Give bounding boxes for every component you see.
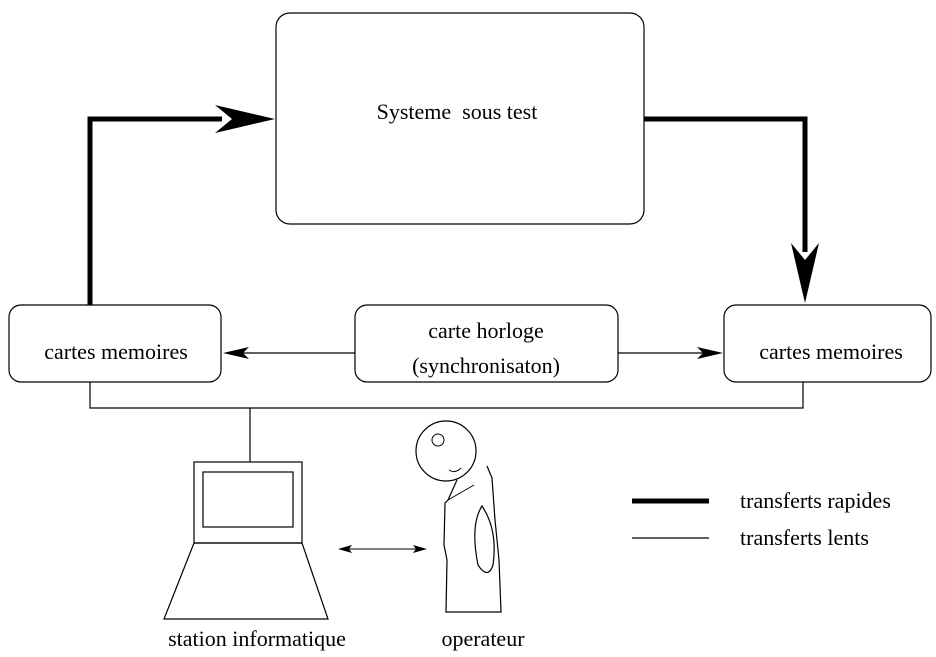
clock-card-label-line1: carte horloge <box>428 318 543 343</box>
legend-slow-label: transferts lents <box>740 525 869 550</box>
clock-to-right-arrow <box>618 347 723 359</box>
workstation-label: station informatique <box>168 626 346 651</box>
memory-cards-left-label: cartes memoires <box>44 339 188 364</box>
memory-cards-right-box: cartes memoires <box>723 304 932 383</box>
system-under-test-label: Systeme sous test <box>377 99 538 124</box>
fast-transfer-arrow-in <box>87 105 275 305</box>
clock-card-box: carte horloge (synchronisaton) <box>354 304 619 383</box>
clock-card-label-line2: (synchronisaton) <box>412 353 560 378</box>
fast-transfer-arrow-out <box>644 116 819 303</box>
memory-cards-right-label: cartes memoires <box>759 339 903 364</box>
operator-label: operateur <box>441 626 525 651</box>
clock-to-left-arrow <box>223 347 355 359</box>
slow-transfer-bus <box>89 382 804 462</box>
legend-fast-label: transferts rapides <box>740 488 891 513</box>
laptop-icon <box>163 461 329 620</box>
legend: transferts rapides transferts lents <box>632 488 891 550</box>
workstation-operator-arrow <box>338 545 427 553</box>
operator-icon <box>415 420 502 613</box>
system-under-test-box: Systeme sous test <box>275 12 645 225</box>
memory-cards-left-box: cartes memoires <box>8 304 222 383</box>
